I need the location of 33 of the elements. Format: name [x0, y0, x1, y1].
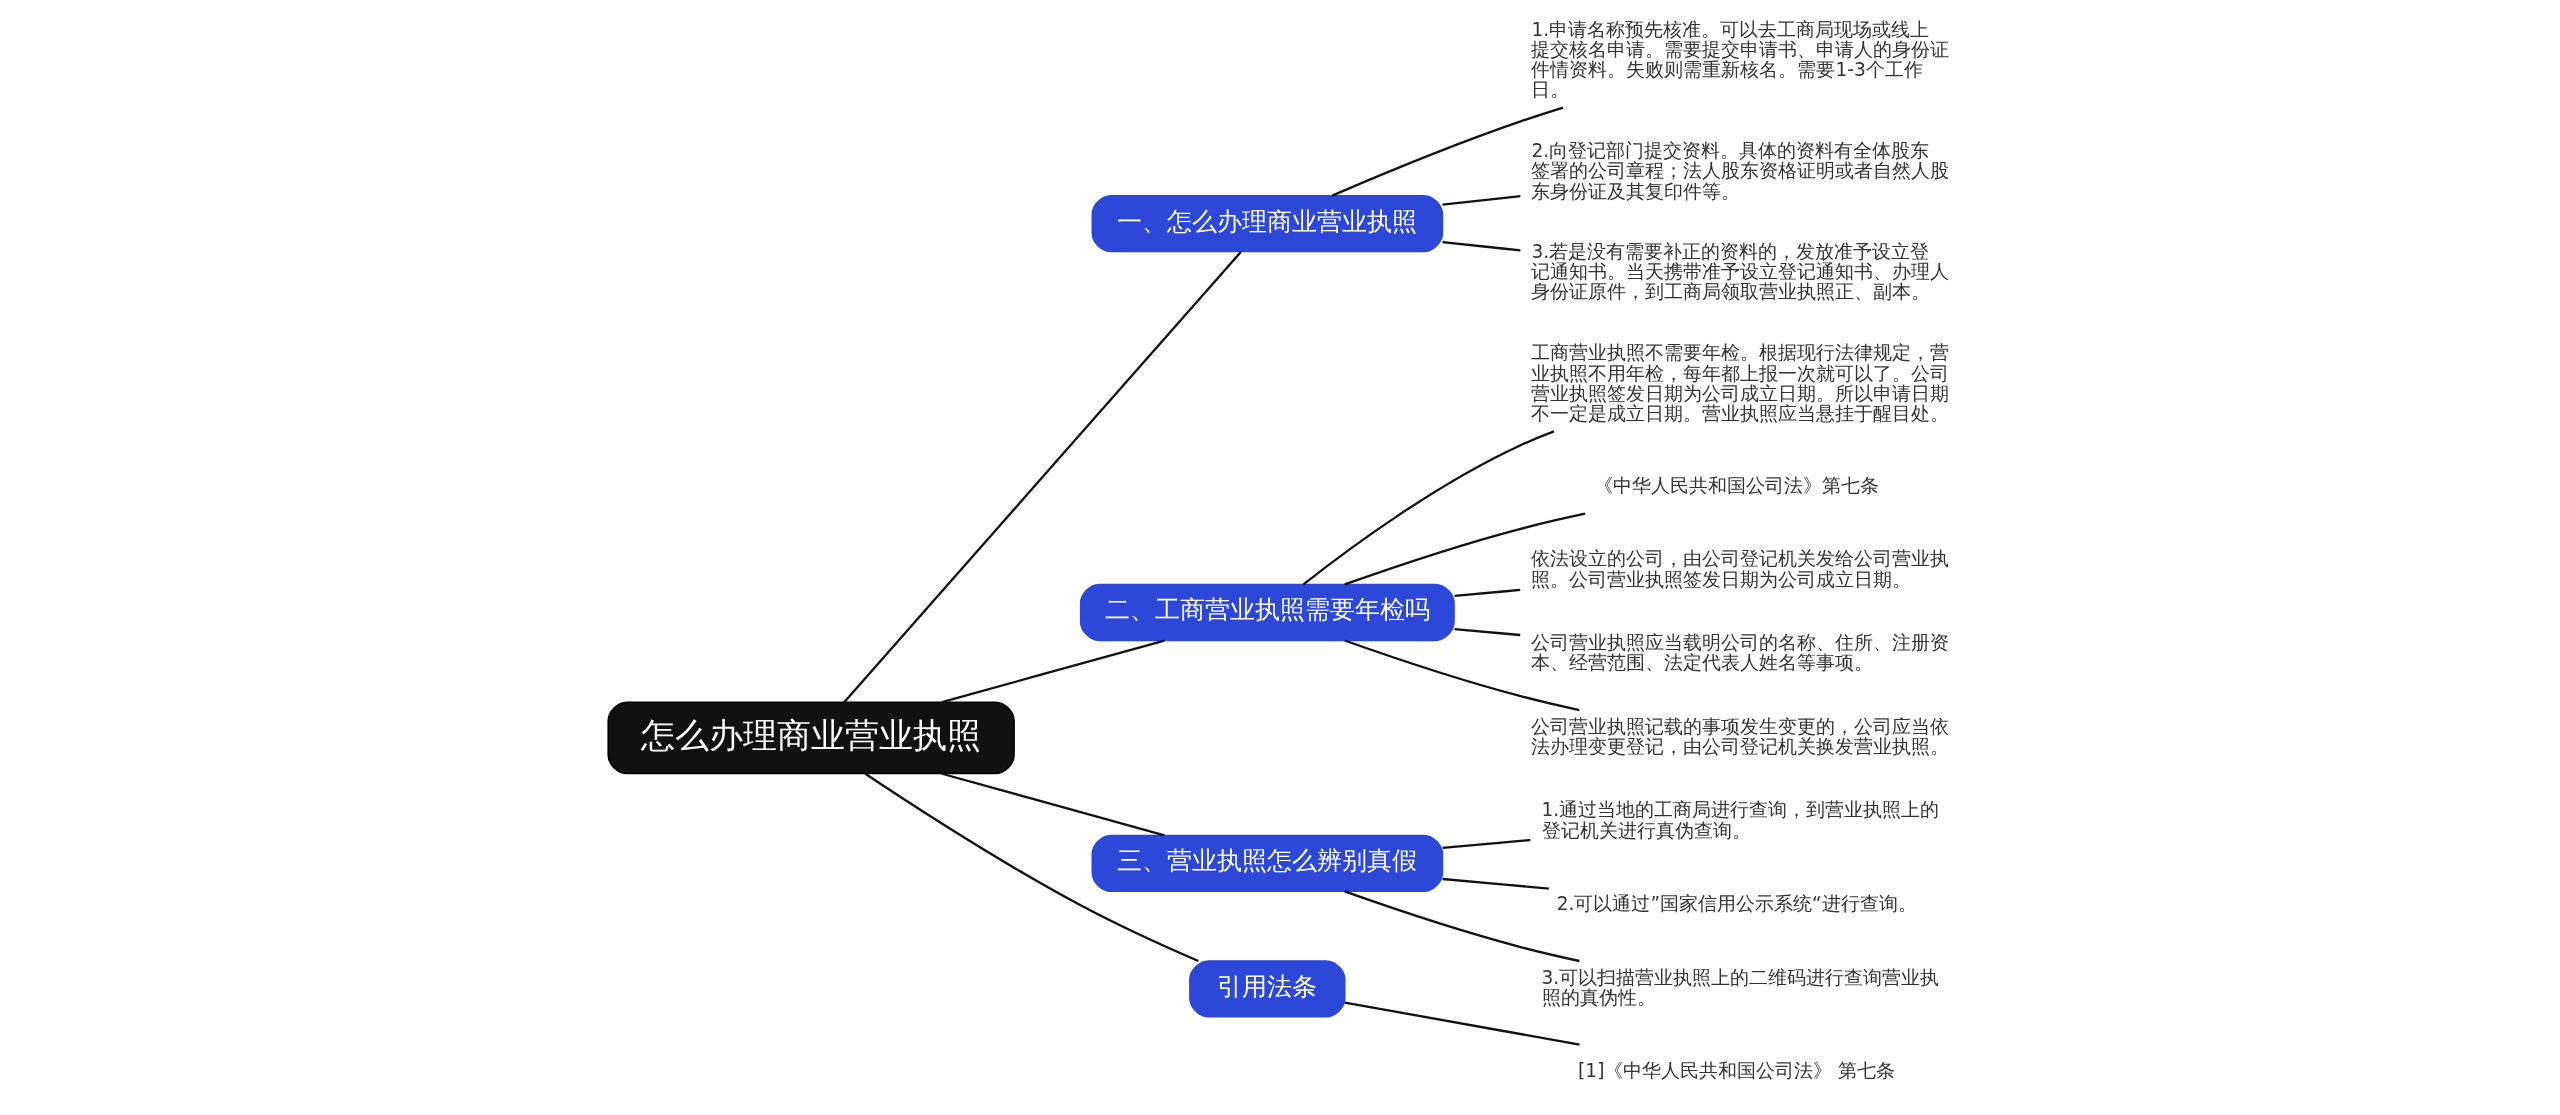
node-text: [1]《中华人民共和国公司法》 第七条	[1577, 1060, 1895, 1082]
connector	[864, 772, 1199, 963]
node-box: 三、营业执照怎么辨别真假	[1091, 834, 1443, 893]
connector	[1343, 512, 1585, 586]
node-text: 2.向登记部门提交资料。具体的资料有全体股东签署的公司章程；法人股东资格证明或者自然人股东身份证及其复印件等。	[1530, 140, 1949, 202]
connector	[1302, 430, 1554, 586]
connector	[1441, 241, 1520, 252]
node-box: 怎么办理商业营业执照	[606, 701, 1015, 775]
connector	[1453, 588, 1520, 597]
connector	[1344, 1001, 1580, 1046]
node-box: 一、怎么办理商业营业执照	[1091, 195, 1443, 253]
connector	[1441, 877, 1549, 890]
connector	[1453, 628, 1520, 637]
node-text: 《中华人民共和国公司法》第七条	[1593, 474, 1879, 496]
connector	[1331, 106, 1563, 197]
connector	[941, 772, 1165, 837]
connector	[1441, 838, 1530, 850]
node-text: 3.可以扫描营业执照上的二维码进行查询营业执照的真伪性。	[1541, 966, 1939, 1008]
node-text: 公司营业执照记载的事项发生变更的，公司应当依法办理变更登记，由公司登记机关换发营业执照。	[1530, 715, 1949, 757]
node-box: 二、工商营业执照需要年检吗	[1079, 583, 1455, 642]
connector	[1441, 194, 1520, 206]
node-text: 1.通过当地的工商局进行查询，到营业执照上的登记机关进行真伪查询。	[1541, 799, 1939, 841]
connector	[1343, 639, 1580, 712]
node-text: 工商营业执照不需要年检。根据现行法律规定，营业执照不用年检，每年都上报一次就可以了。公司营业执照签发日期为公司成立日期。所以申请日期不一定是成立日期。营业执照应当悬挂于醒目处。	[1530, 342, 1949, 424]
node-text: 1.申请名称预先核准。可以去工商局现场或线上提交核名申请。需要提交申请书、申请人的身份证件情资料。失败则需重新核名。需要1-3个工作日。	[1530, 18, 1949, 101]
node-text: 公司营业执照应当载明公司的名称、住所、注册资本、经营范围、法定代表人姓名等事项。	[1530, 632, 1949, 674]
node-text: 2.可以通过”国家信用公示系统“进行查询。	[1556, 893, 1917, 915]
node-text: 依法设立的公司，由公司登记机关发给公司营业执照。公司营业执照签发日期为公司成立日期。	[1530, 548, 1949, 590]
connector	[842, 251, 1242, 703]
node-box: 引用法条	[1188, 960, 1346, 1018]
node-text: 3.若是没有需要补正的资料的，发放准予设立登记通知书。当天携带准予设立登记通知书、办理人身份证原件，到工商局领取营业执照正、副本。	[1530, 240, 1949, 303]
connector	[1343, 890, 1580, 963]
connector	[941, 639, 1165, 704]
